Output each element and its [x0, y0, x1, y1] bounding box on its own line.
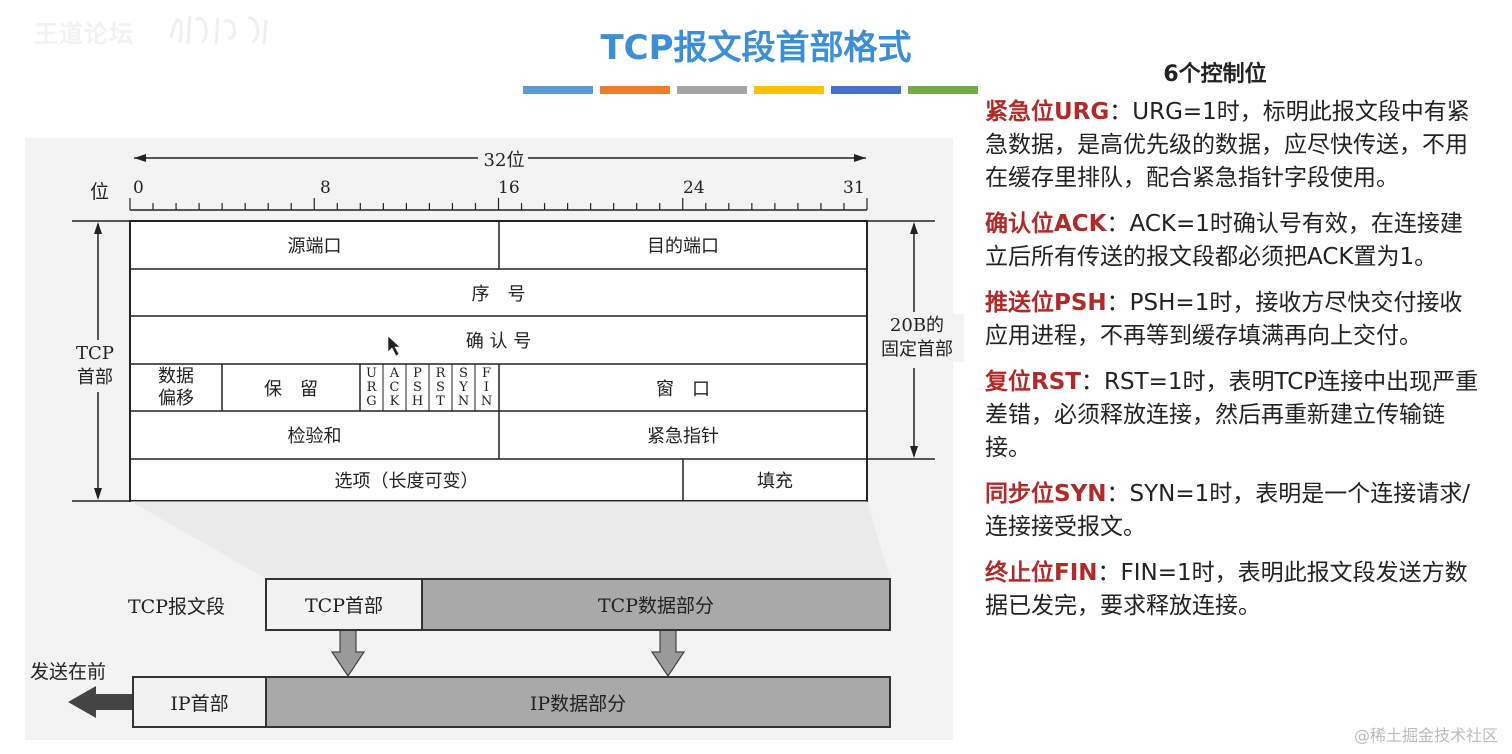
- control-bits-panel: 6个控制位 紧急位URG：URG=1时，标明此报文段中有紧急数据，是高优先级的数…: [985, 56, 1485, 636]
- tcp-header-diagram: [68, 154, 935, 718]
- seq-number-field: 序 号: [471, 283, 526, 305]
- control-bit-name: 终止位FIN: [985, 560, 1098, 586]
- title-stripe-2: [600, 86, 670, 94]
- tcp-segment-label: TCP报文段: [128, 596, 225, 618]
- title-stripe-6: [908, 86, 978, 94]
- ip-header-box: IP首部: [132, 676, 267, 728]
- fixed-header-size-label: 20B的固定首部: [870, 314, 964, 362]
- control-bit-description: ：FIN=1时，表明此报文段发送方数据已发完，要求释放连接。: [985, 560, 1468, 619]
- urgent-pointer-field: 紧急指针: [647, 426, 719, 447]
- tick-label-0: 0: [133, 178, 144, 198]
- bit-label: 位: [90, 181, 110, 203]
- title-stripe-5: [831, 86, 901, 94]
- dst-port-field: 目的端口: [647, 236, 719, 257]
- tcp-data-box: TCP数据部分: [421, 578, 891, 631]
- control-bit-name: 同步位SYN: [985, 481, 1107, 507]
- tick-label-24: 24: [683, 178, 705, 198]
- title-stripe-3: [677, 86, 747, 94]
- checksum-field: 检验和: [287, 426, 342, 447]
- src-port-field: 源端口: [287, 236, 342, 257]
- control-bit-item: 同步位SYN：SYN=1时，表明是一个连接请求/连接接受报文。: [985, 478, 1485, 544]
- tcp-header-box: TCP首部: [265, 578, 423, 631]
- control-bit-description: ：ACK=1时确认号有效，在连接建立后所有传送的报文段都必须把ACK置为1。: [985, 211, 1463, 270]
- ack-number-field: 确 认 号: [465, 331, 532, 352]
- control-bit-description: ：RST=1时，表明TCP连接中出现严重差错，必须释放连接，然后再重新建立传输链…: [985, 369, 1479, 461]
- title-stripe-1: [523, 86, 593, 94]
- padding-field: 填充: [757, 471, 793, 492]
- control-bit-name: 推送位PSH: [985, 290, 1107, 316]
- reserved-field: 保 留: [264, 378, 318, 400]
- control-bit-item: 复位RST：RST=1时，表明TCP连接中出现严重差错，必须释放连接，然后再重新…: [985, 366, 1485, 465]
- window-field: 窗 口: [656, 378, 710, 400]
- data-offset-field: 数据偏移: [158, 365, 194, 409]
- control-bit-name: 紧急位URG: [985, 99, 1110, 125]
- tick-label-8: 8: [320, 178, 331, 198]
- control-bit-item: 紧急位URG：URG=1时，标明此报文段中有紧急数据，是高优先级的数据，应尽快传…: [985, 96, 1485, 195]
- control-bit-description: ：PSH=1时，接收方尽快交付接收应用进程，不再等到缓存填满再向上交付。: [985, 290, 1463, 349]
- control-bits-heading: 6个控制位: [1163, 62, 1267, 87]
- page-title: TCP报文段首部格式: [600, 28, 912, 68]
- ip-data-box: IP数据部分: [265, 676, 891, 728]
- title-stripe-4: [754, 86, 824, 94]
- control-bit-item: 确认位ACK：ACK=1时确认号有效，在连接建立后所有传送的报文段都必须把ACK…: [985, 208, 1485, 274]
- watermark-scribble: [169, 15, 268, 45]
- control-bit-name: 复位RST: [985, 369, 1081, 395]
- tick-label-16: 16: [498, 178, 520, 198]
- control-bit-description: ：SYN=1时，表明是一个连接请求/连接接受报文。: [985, 481, 1470, 540]
- control-bit-item: 终止位FIN：FIN=1时，表明此报文段发送方数据已发完，要求释放连接。: [985, 557, 1485, 623]
- options-field: 选项（长度可变）: [334, 471, 479, 492]
- footer-watermark: @稀土掘金技术社区: [1353, 726, 1498, 745]
- site-watermark: 王道论坛: [34, 20, 134, 48]
- control-bit-item: 推送位PSH：PSH=1时，接收方尽快交付接收应用进程，不再等到缓存填满再向上交…: [985, 287, 1485, 353]
- width-label: 32位: [483, 150, 525, 171]
- send-first-label: 发送在前: [30, 661, 107, 683]
- control-bit-description: ：URG=1时，标明此报文段中有紧急数据，是高优先级的数据，应尽快传送，不用在缓…: [985, 99, 1470, 191]
- control-bit-name: 确认位ACK: [985, 211, 1107, 237]
- tick-label-31: 31: [843, 178, 865, 198]
